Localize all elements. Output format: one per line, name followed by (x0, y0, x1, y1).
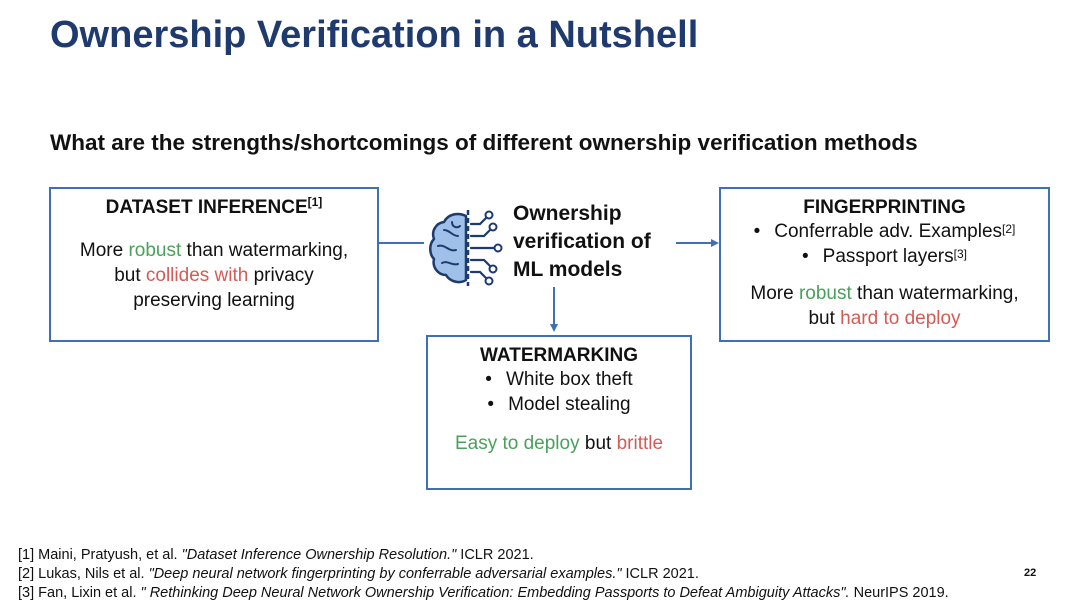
center-label-line: verification of (513, 230, 651, 253)
watermarking-box: WATERMARKING •White box theft •Model ste… (426, 335, 692, 490)
fingerprinting-bullets: •Conferrable adv. Examples[2] •Passport … (721, 219, 1048, 269)
dataset-inference-description: More robust than watermarking, but colli… (79, 240, 349, 311)
watermarking-heading: WATERMARKING (480, 345, 638, 366)
highlight-robust: robust (798, 283, 852, 304)
center-label-line: Ownership (513, 202, 622, 225)
page-number: 22 (1024, 567, 1037, 579)
highlight-easy-to-deploy: Easy to deploy (454, 433, 580, 454)
bullet-item: •Conferrable adv. Examples[2] (721, 219, 1048, 244)
highlight-robust: robust (128, 240, 182, 261)
fingerprinting-description: More robust than watermarking, but hard … (750, 283, 1019, 329)
fingerprinting-box: FINGERPRINTING •Conferrable adv. Example… (719, 187, 1050, 342)
slide-title: Ownership Verification in a Nutshell (50, 14, 699, 56)
center-label-line: ML models (513, 258, 623, 281)
center-label: Ownership verification of ML models (513, 200, 651, 284)
reference-item: [2] Lukas, Nils et al. "Deep neural netw… (18, 566, 699, 582)
references: [1] Maini, Pratyush, et al. "Dataset Inf… (18, 546, 949, 603)
reference-marker: [1] (307, 195, 323, 209)
highlight-brittle: brittle (616, 433, 664, 454)
reference-marker: [2] (1002, 222, 1016, 236)
bullet-item: •Model stealing (487, 394, 631, 415)
bullet-item: •Passport layers[3] (721, 244, 1048, 269)
highlight-collides: collides with (145, 265, 249, 286)
watermarking-bullets: •White box theft •Model stealing (428, 367, 690, 417)
highlight-hard-to-deploy: hard to deploy (840, 308, 961, 329)
watermarking-description: Easy to deploy but brittle (454, 433, 664, 454)
slide-subtitle: What are the strengths/shortcomings of d… (50, 130, 918, 155)
reference-item: [1] Maini, Pratyush, et al. "Dataset Inf… (18, 547, 534, 563)
dataset-inference-box: DATASET INFERENCE[1] More robust than wa… (49, 187, 379, 342)
fingerprinting-heading: FINGERPRINTING (803, 197, 966, 218)
reference-item: [3] Fan, Lixin et al. " Rethinking Deep … (18, 585, 949, 601)
bullet-item: •White box theft (485, 369, 633, 390)
reference-marker: [3] (953, 247, 967, 261)
brain-circuit-icon (429, 210, 503, 286)
dataset-inference-heading: DATASET INFERENCE[1] (105, 195, 323, 218)
